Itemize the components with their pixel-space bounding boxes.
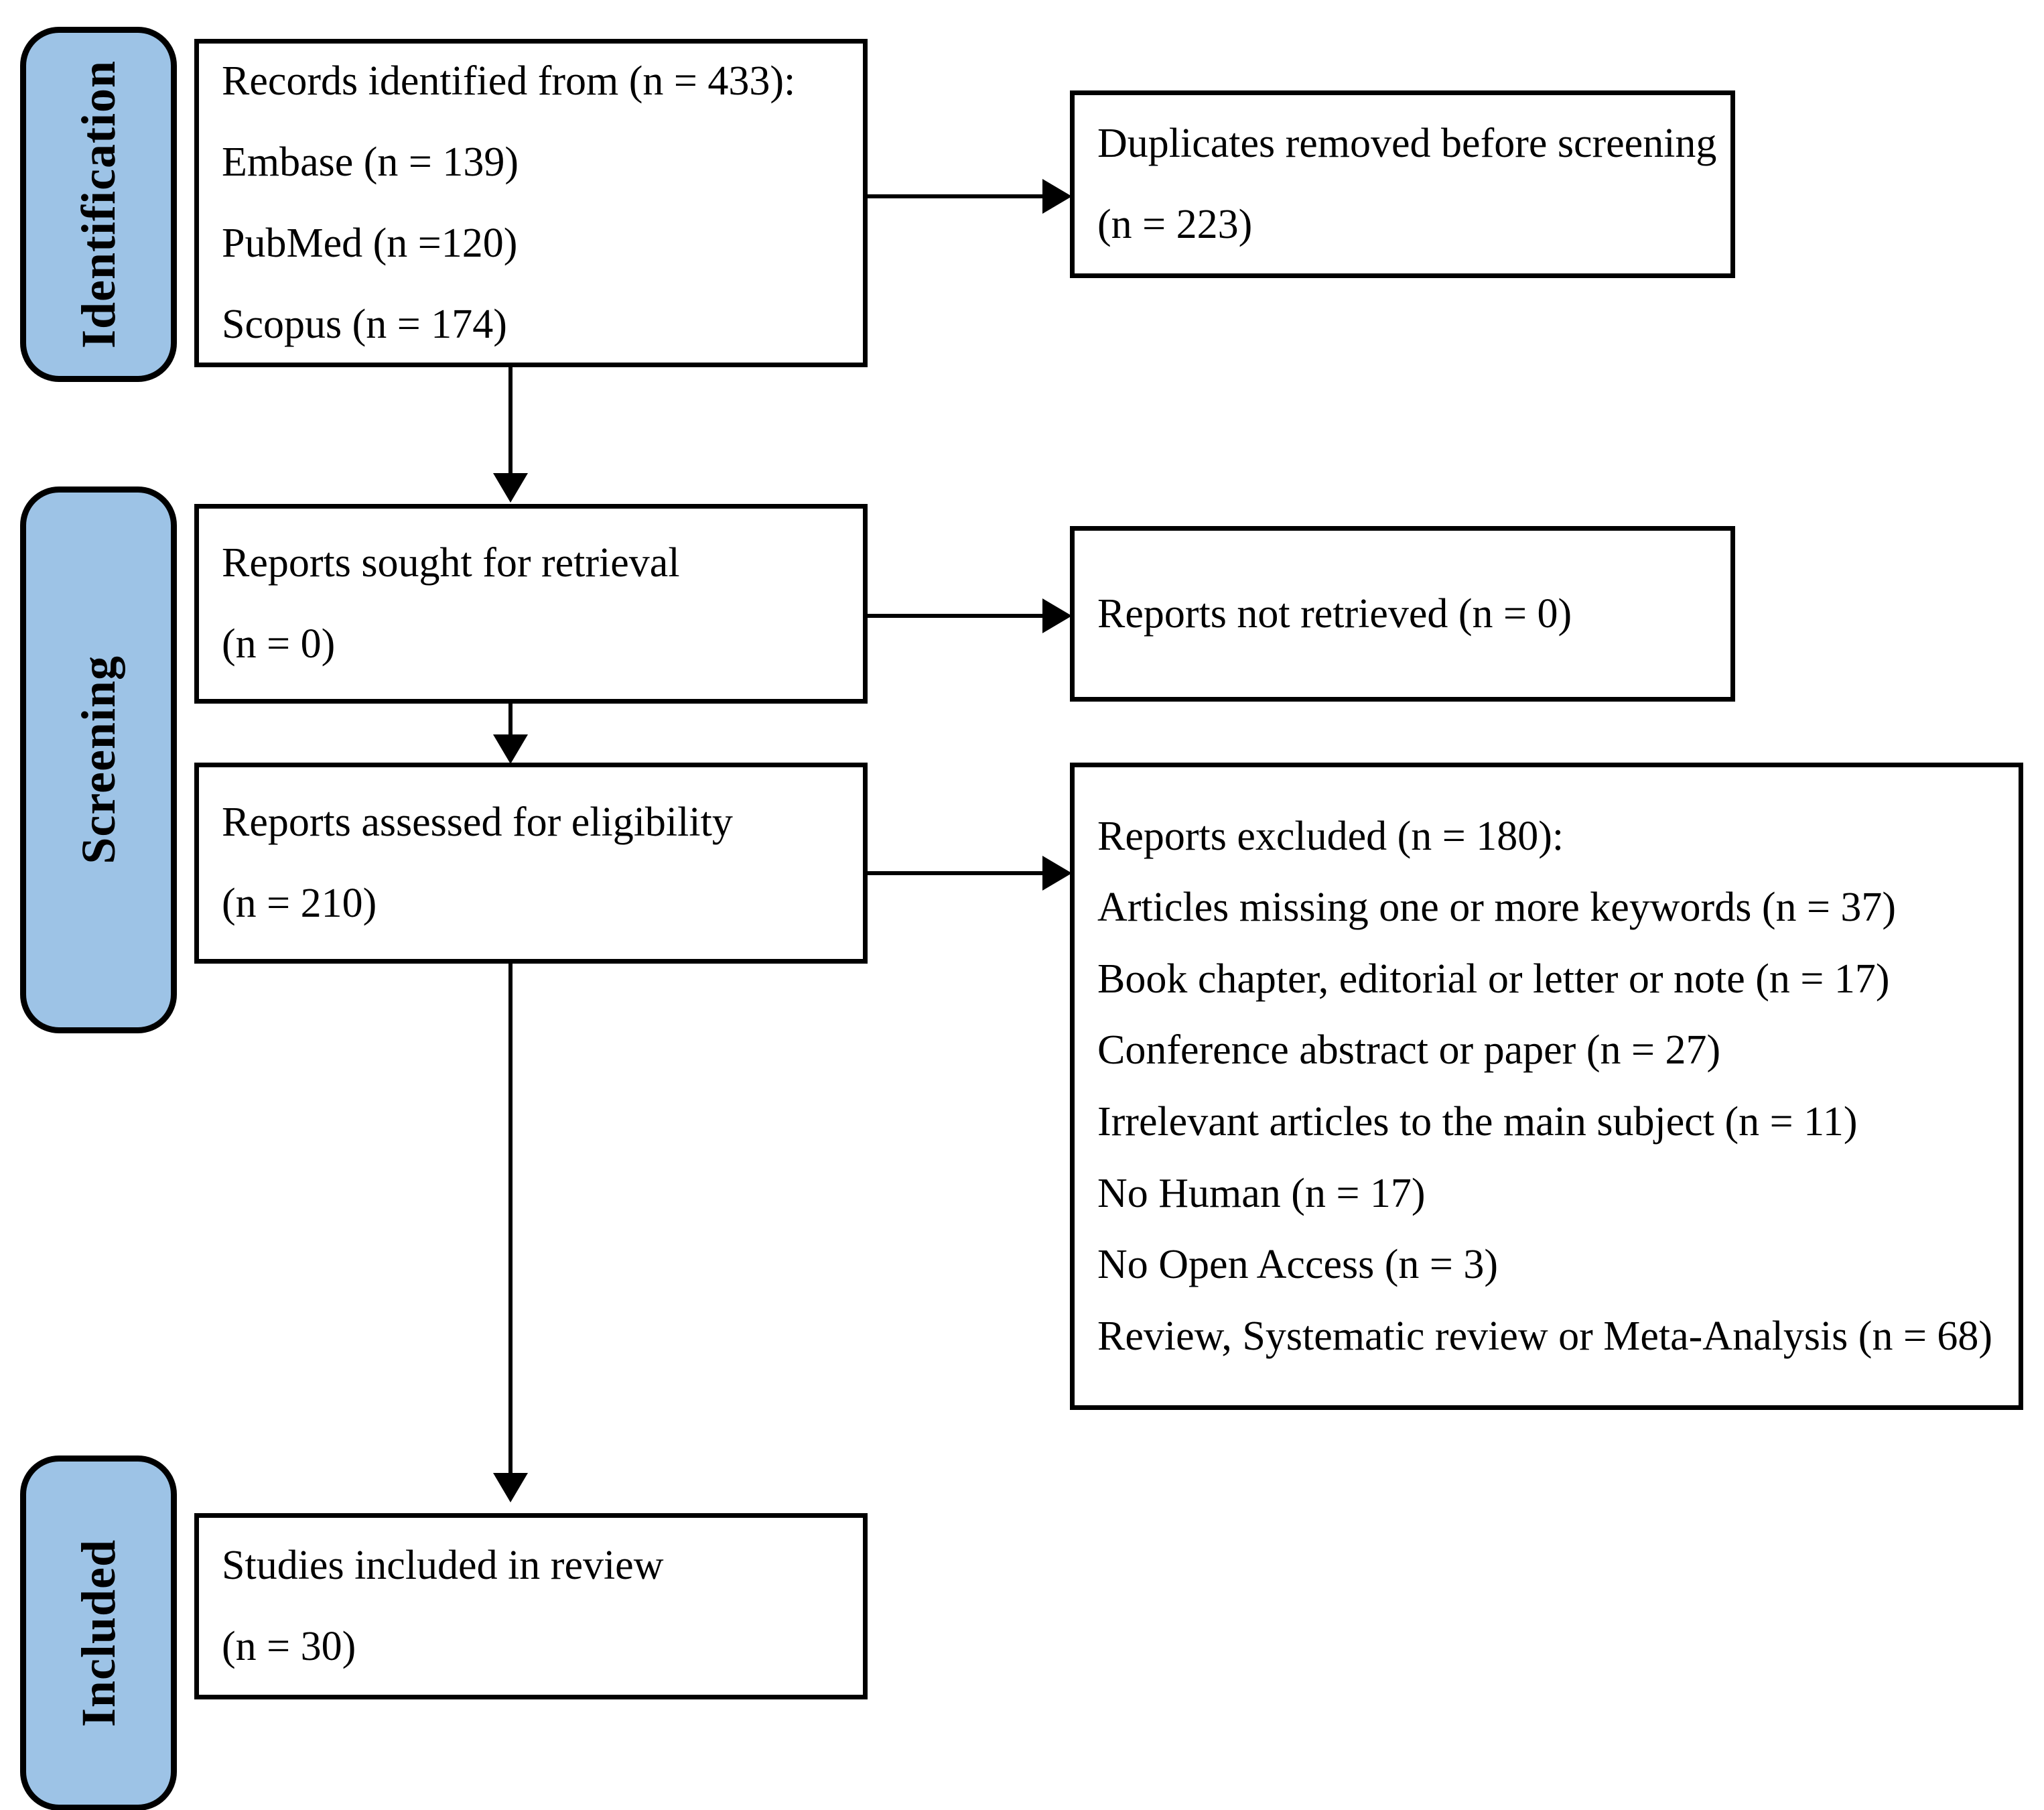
arrow-assessed-to-excluded <box>1042 856 1072 891</box>
connector-sought-to-assessed <box>508 704 513 738</box>
records-identified-line-2: Embase (n = 139) <box>222 139 519 186</box>
box-duplicates-removed: Duplicates removed before screening (n =… <box>1070 90 1735 278</box>
stage-label-identification: Identification <box>72 60 125 348</box>
duplicates-removed-line-2: (n = 223) <box>1097 202 1253 247</box>
box-reports-excluded: Reports excluded (n = 180): Articles mis… <box>1070 763 2023 1410</box>
records-identified-line-4: Scopus (n = 174) <box>222 301 507 347</box>
reports-excluded-line-5: Irrelevant articles to the main subject … <box>1097 1099 1858 1145</box>
arrow-records-to-sought <box>493 473 528 503</box>
reports-assessed-line-1: Reports assessed for eligibility <box>222 799 733 846</box>
studies-included-line-1: Studies included in review <box>222 1543 664 1589</box>
arrow-sought-to-not-retrieved <box>1042 598 1072 633</box>
stage-pill-identification: Identification <box>20 27 177 382</box>
records-identified-line-1: Records identified from (n = 433): <box>222 58 796 105</box>
box-reports-sought: Reports sought for retrieval (n = 0) <box>194 504 868 704</box>
reports-assessed-line-2: (n = 210) <box>222 881 377 926</box>
reports-excluded-line-4: Conference abstract or paper (n = 27) <box>1097 1027 1721 1074</box>
arrow-records-to-duplicates <box>1042 179 1072 214</box>
reports-excluded-line-8: Review, Systematic review or Meta-Analys… <box>1097 1313 1993 1359</box>
connector-records-to-duplicates <box>868 194 1048 198</box>
connector-assessed-to-included <box>508 964 513 1476</box>
box-records-identified: Records identified from (n = 433): Embas… <box>194 39 868 367</box>
box-studies-included: Studies included in review (n = 30) <box>194 1513 868 1699</box>
connector-assessed-to-excluded <box>868 871 1048 875</box>
stage-label-included: Included <box>72 1539 125 1728</box>
box-reports-assessed: Reports assessed for eligibility (n = 21… <box>194 763 868 964</box>
reports-excluded-line-6: No Human (n = 17) <box>1097 1170 1426 1216</box>
arrow-sought-to-assessed <box>493 734 528 764</box>
stage-pill-screening: Screening <box>20 487 177 1033</box>
records-identified-line-3: PubMed (n =120) <box>222 220 518 266</box>
reports-excluded-line-3: Book chapter, editorial or letter or not… <box>1097 956 1890 1002</box>
reports-excluded-line-1: Reports excluded (n = 180): <box>1097 813 1564 859</box>
stage-pill-included: Included <box>20 1456 177 1810</box>
connector-records-to-sought <box>508 367 513 476</box>
reports-sought-line-1: Reports sought for retrieval <box>222 540 680 586</box>
arrow-assessed-to-included <box>493 1473 528 1502</box>
duplicates-removed-line-1: Duplicates removed before screening <box>1097 121 1717 167</box>
reports-sought-line-2: (n = 0) <box>222 621 336 667</box>
studies-included-line-2: (n = 30) <box>222 1624 356 1669</box>
reports-excluded-line-7: No Open Access (n = 3) <box>1097 1242 1498 1288</box>
reports-not-retrieved-line-1: Reports not retrieved (n = 0) <box>1097 590 1572 637</box>
reports-excluded-line-2: Articles missing one or more keywords (n… <box>1097 885 1897 931</box>
stage-label-screening: Screening <box>72 655 125 864</box>
box-reports-not-retrieved: Reports not retrieved (n = 0) <box>1070 526 1735 702</box>
connector-sought-to-not-retrieved <box>868 614 1048 618</box>
